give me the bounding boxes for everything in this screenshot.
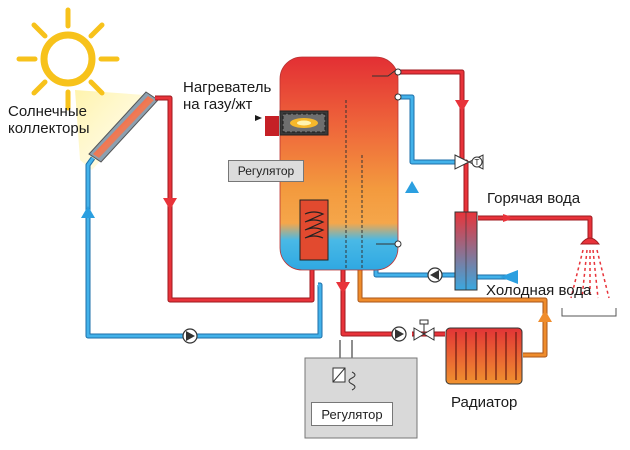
flow-arrows — [81, 100, 552, 322]
solar-collectors-label-line2: коллекторы — [8, 119, 90, 137]
arrow-left-icon — [500, 270, 518, 284]
arrow-up-icon — [405, 181, 419, 193]
sun-icon — [16, 7, 148, 170]
dhw-pump-icon — [427, 267, 443, 283]
radiator-icon — [445, 327, 523, 385]
thermostatic-valve-icon: T — [454, 154, 484, 170]
solar-collectors-label-line1: Солнечные — [8, 103, 87, 120]
cold-water-label: Холодная вода — [486, 282, 592, 299]
arrow-down-icon — [336, 282, 350, 294]
heater-label-line1: Нагреватель — [183, 79, 272, 96]
heater-label: Нагреватель на газу/жт — [183, 79, 272, 114]
heating-valve-icon — [413, 319, 435, 341]
arrow-down-icon — [455, 100, 469, 112]
hot-water-label: Горячая вода — [487, 190, 581, 207]
radiator-label: Радиатор — [451, 394, 518, 411]
shower-head-icon — [561, 237, 617, 317]
bottom-regulator-box: Регулятор — [311, 402, 393, 426]
heater-label-line2: на газу/жт — [183, 95, 253, 113]
bottom-regulator-label: Регулятор — [321, 406, 383, 422]
arrow-right-icon — [503, 214, 515, 222]
arrow-icon — [255, 115, 262, 121]
gas-burner — [255, 110, 329, 136]
heating-pump-icon — [391, 326, 407, 342]
solar-collector-panel — [88, 91, 159, 163]
bottom-regulator-unit — [304, 357, 418, 439]
collector-return-pipe — [85, 156, 323, 339]
tank-coil — [299, 199, 329, 261]
arrow-up-icon — [81, 206, 95, 218]
tank-regulator-box: Регулятор — [228, 160, 304, 182]
arrow-up-icon — [538, 310, 552, 322]
thermo-valve-label: T — [475, 158, 480, 167]
collector-pump-icon — [182, 328, 198, 344]
solar-collectors-label: Солнечные коллекторы — [8, 103, 90, 138]
hot-water-pipe — [398, 69, 593, 238]
tank-regulator-label: Регулятор — [237, 164, 295, 178]
arrow-down-icon — [163, 198, 177, 210]
plate-heat-exchanger — [454, 211, 478, 291]
